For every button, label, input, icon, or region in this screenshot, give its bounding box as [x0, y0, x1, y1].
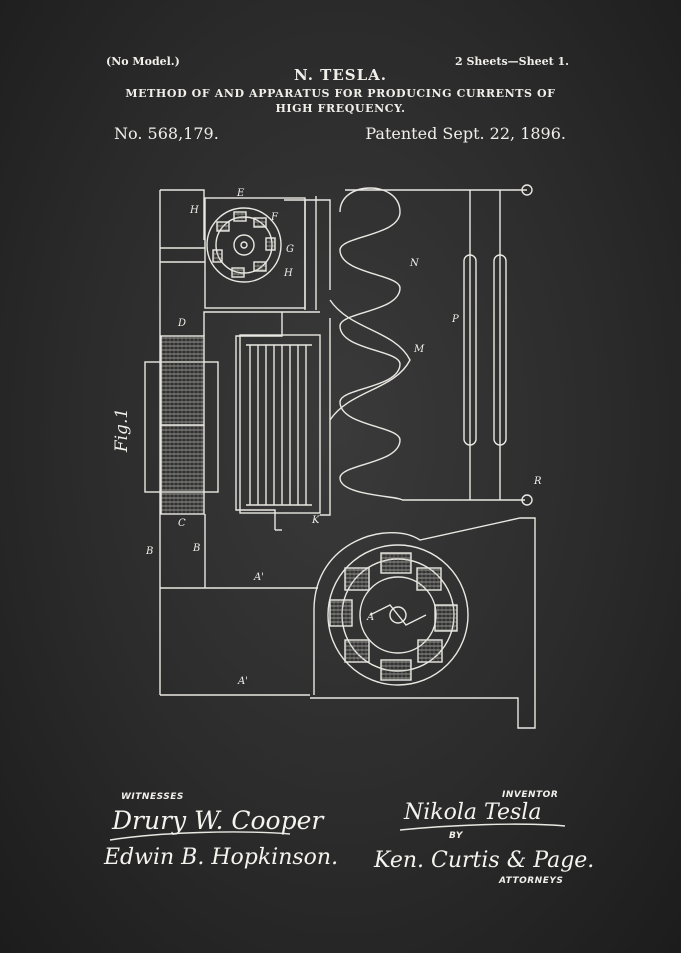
- label-F: F: [271, 212, 278, 223]
- label-A-prime-upper: A': [254, 572, 264, 583]
- attorneys-label: ATTORNEYS: [499, 876, 564, 886]
- figure-label: Fig.1: [112, 407, 133, 453]
- label-A-prime-lower: A': [238, 676, 248, 687]
- coil: [329, 187, 525, 501]
- sheet-count-label: 2 Sheets—Sheet 1.: [454, 55, 569, 68]
- label-K: K: [312, 515, 320, 526]
- patent-number: No. 568,179.: [114, 124, 219, 143]
- transformer-core: [144, 335, 219, 515]
- patent-date: Patented Sept. 22, 1896.: [365, 124, 566, 143]
- label-D: D: [178, 318, 187, 329]
- label-A: A: [367, 612, 375, 623]
- witness-signature-2: Edwin B. Hopkinson.: [104, 845, 339, 870]
- condenser: [239, 318, 331, 516]
- patent-title-line-1: METHOD OF AND APPARATUS FOR PRODUCING CU…: [125, 87, 556, 100]
- label-M: M: [414, 344, 425, 355]
- label-R: R: [534, 476, 542, 487]
- label-C: C: [178, 518, 186, 529]
- by-label: BY: [449, 831, 463, 841]
- label-E: E: [237, 188, 245, 199]
- inventor-label: INVENTOR: [502, 790, 559, 800]
- vacuum-tubes: [345, 184, 533, 506]
- label-H-upper: H: [190, 205, 199, 216]
- label-P: P: [452, 314, 459, 325]
- patent-title-line-2: HIGH FREQUENCY.: [275, 102, 406, 115]
- inventor-signature: Nikola Tesla: [404, 800, 542, 825]
- label-N: N: [410, 258, 419, 269]
- witnesses-label: WITNESSES: [121, 792, 184, 802]
- attorneys-signature: Ken. Curtis & Page.: [374, 848, 595, 873]
- witness-signature-1: Drury W. Cooper: [112, 806, 324, 835]
- label-B-right: B: [193, 543, 201, 554]
- label-H-lower: H: [284, 268, 293, 279]
- alternator: [310, 517, 536, 729]
- label-G: G: [286, 244, 294, 255]
- inventor-name-heading: N. TESLA.: [293, 66, 388, 84]
- no-model-label: (No Model.): [106, 55, 180, 68]
- circuit-wiring: [159, 189, 320, 696]
- label-B-left: B: [146, 546, 154, 557]
- interrupter: [204, 196, 331, 310]
- signature-strokes: [109, 823, 566, 841]
